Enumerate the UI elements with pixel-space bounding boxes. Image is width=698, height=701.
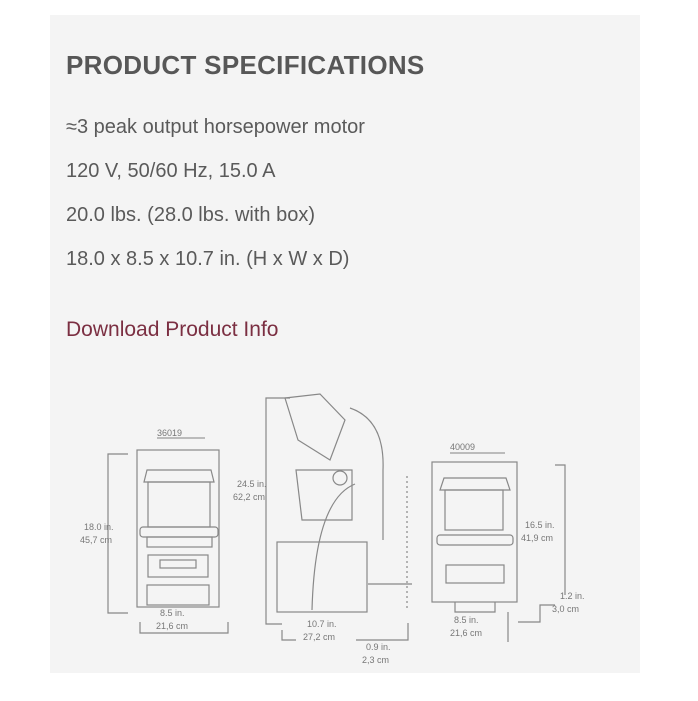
- blender-side-view: [276, 393, 384, 613]
- b-foot-cm: 3,0 cm: [552, 604, 579, 614]
- spec-weight: 20.0 lbs. (28.0 lbs. with box): [66, 204, 316, 226]
- b-height-in: 16.5 in.: [525, 520, 555, 530]
- model-40009-label: 40009: [450, 442, 475, 452]
- b-width-cm: 21,6 cm: [450, 628, 482, 638]
- blender-front-36019: [136, 449, 220, 608]
- side-depth-cm: 27,2 cm: [303, 632, 335, 642]
- a-height-in: 18.0 in.: [84, 522, 114, 532]
- download-product-info-link[interactable]: Download Product Info: [66, 318, 279, 341]
- b-height-cm: 41,9 cm: [521, 533, 553, 543]
- side-offset-in: 0.9 in.: [366, 642, 391, 652]
- side-offset-cm: 2,3 cm: [362, 655, 389, 665]
- b-foot-in: 1.2 in.: [560, 591, 585, 601]
- a-width-in: 8.5 in.: [160, 608, 185, 618]
- section-title: PRODUCT SPECIFICATIONS: [66, 50, 425, 80]
- spec-dimensions: 18.0 x 8.5 x 10.7 in. (H x W x D): [66, 248, 350, 270]
- blender-front-40009: [431, 461, 518, 613]
- spec-electrical: 120 V, 50/60 Hz, 15.0 A: [66, 160, 276, 182]
- side-height-in: 24.5 in.: [237, 479, 267, 489]
- spec-motor: ≈3 peak output horsepower motor: [66, 116, 365, 138]
- b-width-in: 8.5 in.: [454, 615, 479, 625]
- model-36019-label: 36019: [157, 428, 182, 438]
- side-depth-in: 10.7 in.: [307, 619, 337, 629]
- a-width-cm: 21,6 cm: [156, 621, 188, 631]
- a-height-cm: 45,7 cm: [80, 535, 112, 545]
- side-height-cm: 62,2 cm: [233, 492, 265, 502]
